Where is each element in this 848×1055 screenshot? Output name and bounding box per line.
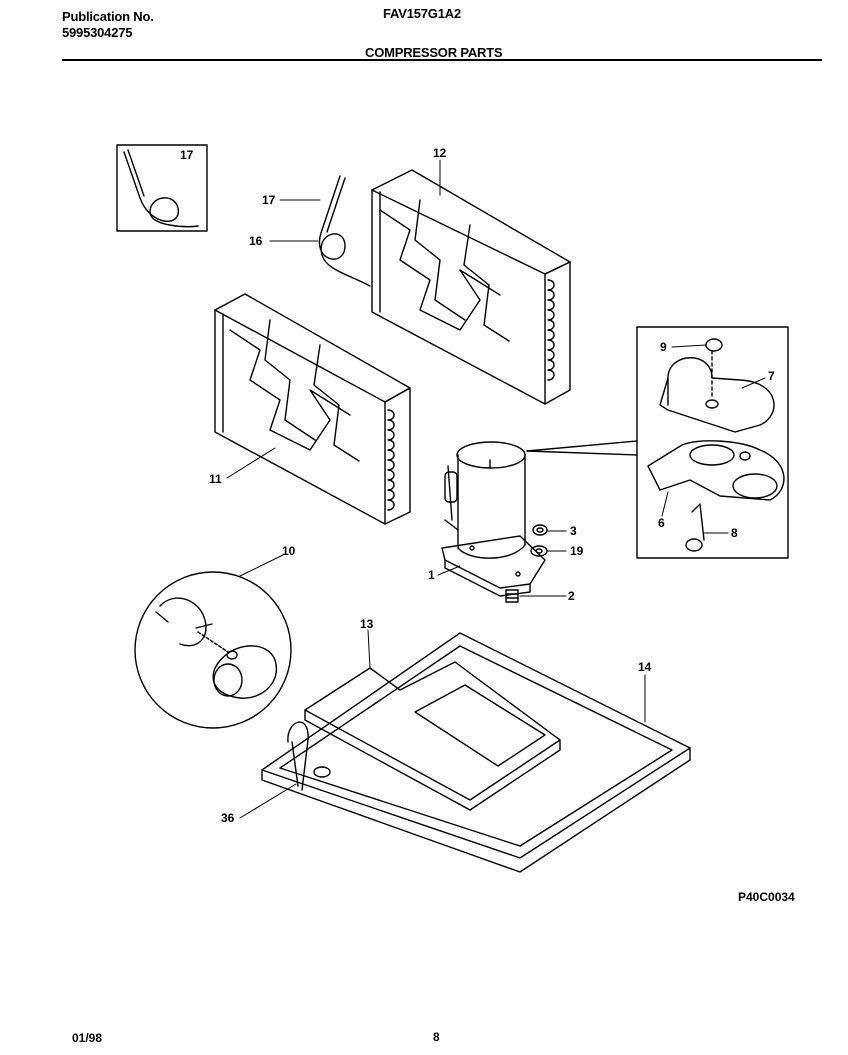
footer-date: 01/98	[72, 1031, 103, 1045]
compressor	[441, 441, 546, 597]
base-pan	[261, 632, 691, 873]
callout-17: 17	[262, 193, 276, 207]
publication-label: Publication No.	[62, 9, 154, 24]
callout-6: 6	[658, 516, 665, 530]
callout-11: 11	[209, 472, 222, 486]
inset-overload	[526, 326, 789, 559]
callout-36: 36	[221, 811, 235, 825]
callout-1: 1	[428, 568, 435, 582]
callouts: 17 12 17 16 9 7 6 8 11 3 19 1 2 10 13 14…	[180, 146, 775, 825]
callout-7: 7	[768, 369, 775, 383]
callout-9: 9	[660, 340, 667, 354]
detail-circle-10	[134, 571, 292, 729]
condenser-coil	[214, 293, 411, 525]
callout-3: 3	[570, 524, 577, 538]
callout-14: 14	[638, 660, 652, 674]
capillary-tube	[319, 175, 371, 287]
section-title: COMPRESSOR PARTS	[365, 45, 503, 60]
publication-number: 5995304275	[62, 25, 133, 40]
callout-19: 19	[570, 544, 584, 558]
header-rule	[62, 59, 822, 61]
callout-16: 16	[249, 234, 263, 248]
evaporator-coil	[371, 169, 571, 405]
page-number: 8	[433, 1030, 440, 1044]
callout-12: 12	[433, 146, 447, 160]
grommet-3	[532, 524, 548, 536]
inset-thermistor	[116, 144, 208, 232]
callout-10: 10	[282, 544, 296, 558]
callout-8: 8	[731, 526, 738, 540]
model-number: FAV157G1A2	[383, 6, 461, 21]
callout-17-inset: 17	[180, 148, 194, 162]
callout-13: 13	[360, 617, 374, 631]
spring-2	[505, 589, 519, 603]
washer-19	[530, 545, 548, 557]
drawing-code: P40C0034	[738, 890, 795, 904]
leader-lines	[226, 159, 766, 819]
callout-2: 2	[568, 589, 575, 603]
